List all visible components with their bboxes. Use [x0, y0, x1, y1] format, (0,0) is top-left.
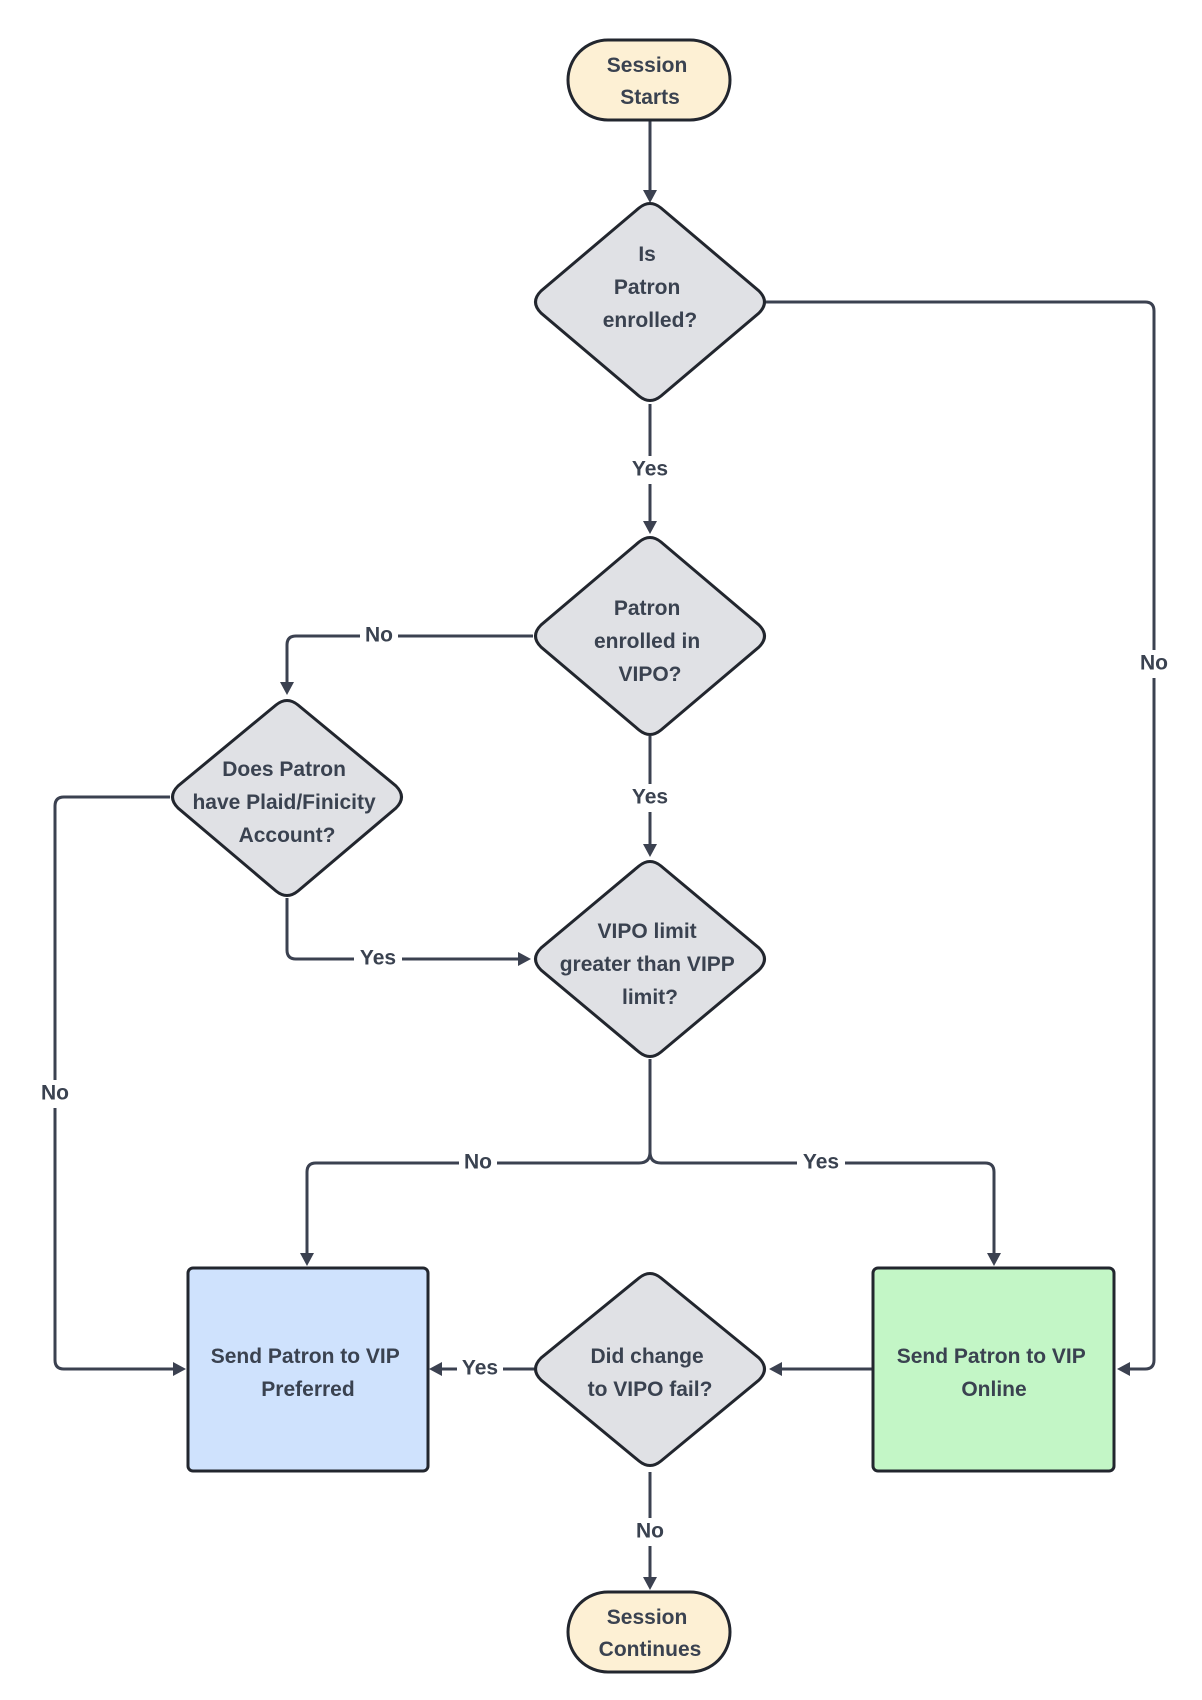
- decision-limit-compare: VIPO limit greater than VIPP limit?: [534, 860, 766, 1058]
- edges: [53, 120, 1156, 1590]
- svg-text:No: No: [1140, 652, 1168, 675]
- edge-label-fail-yes: Yes: [457, 1355, 503, 1383]
- svg-text:No: No: [464, 1151, 492, 1174]
- decision-change-failed-label: Did change to VIPO fail?: [588, 1345, 713, 1401]
- edge-label-enrolled-yes: Yes: [626, 456, 674, 484]
- edge-start-to-enrolled: [643, 120, 657, 203]
- edge-label-limit-no: No: [459, 1149, 497, 1177]
- decision-enrolled-vipo: Patron enrolled in VIPO?: [534, 536, 766, 736]
- decision-plaid-account-label: Does Patron have Plaid/Finicity Account?: [192, 758, 381, 847]
- svg-text:Yes: Yes: [462, 1357, 498, 1380]
- edge-vipo-no: [280, 634, 533, 695]
- decision-limit-compare-label: VIPO limit greater than VIPP limit?: [560, 920, 741, 1009]
- start-label: Session Starts: [607, 54, 693, 109]
- end-terminal: Session Continues: [566, 1590, 732, 1674]
- edge-label-fail-no: No: [631, 1518, 669, 1546]
- decision-change-failed: Did change to VIPO fail?: [534, 1272, 766, 1467]
- edge-limit-yes: [648, 1151, 1001, 1266]
- edge-online-to-fail: [769, 1362, 873, 1376]
- edge-plaid-yes: [285, 898, 531, 966]
- edge-label-plaid-no: No: [36, 1080, 74, 1108]
- end-label: Session Continues: [599, 1606, 702, 1661]
- svg-text:Yes: Yes: [360, 947, 396, 970]
- process-vip-online: Send Patron to VIP Online: [871, 1266, 1116, 1473]
- edge-plaid-no: [53, 795, 186, 1376]
- edge-label-plaid-yes: Yes: [354, 945, 402, 973]
- decision-enrolled-vipo-label: Patron enrolled in VIPO?: [594, 597, 706, 686]
- edge-label-limit-yes: Yes: [797, 1149, 845, 1177]
- process-vip-preferred: Send Patron to VIP Preferred: [186, 1266, 430, 1473]
- svg-text:Yes: Yes: [632, 458, 668, 481]
- nodes: Session Starts Is Patron enrolled? Patro…: [171, 38, 1116, 1674]
- process-vip-preferred-label: Send Patron to VIP Preferred: [211, 1345, 406, 1401]
- edge-label-enrolled-no: No: [1135, 650, 1173, 678]
- svg-text:Yes: Yes: [632, 786, 668, 809]
- edge-label-vipo-yes: Yes: [626, 784, 674, 812]
- svg-text:No: No: [636, 1520, 664, 1543]
- start-terminal: Session Starts: [566, 38, 732, 122]
- svg-text:No: No: [41, 1082, 69, 1105]
- decision-plaid-account: Does Patron have Plaid/Finicity Account?: [171, 699, 403, 897]
- edge-enrolled-no: [766, 300, 1156, 1376]
- edge-labels: Yes No No Yes No Yes No Yes: [36, 456, 1173, 1546]
- svg-text:No: No: [365, 624, 393, 647]
- edge-label-vipo-no: No: [360, 622, 398, 650]
- decision-patron-enrolled-label: Is Patron enrolled?: [603, 243, 698, 332]
- decision-patron-enrolled: Is Patron enrolled?: [534, 202, 766, 402]
- process-vip-online-label: Send Patron to VIP Online: [897, 1345, 1092, 1401]
- svg-text:Yes: Yes: [803, 1151, 839, 1174]
